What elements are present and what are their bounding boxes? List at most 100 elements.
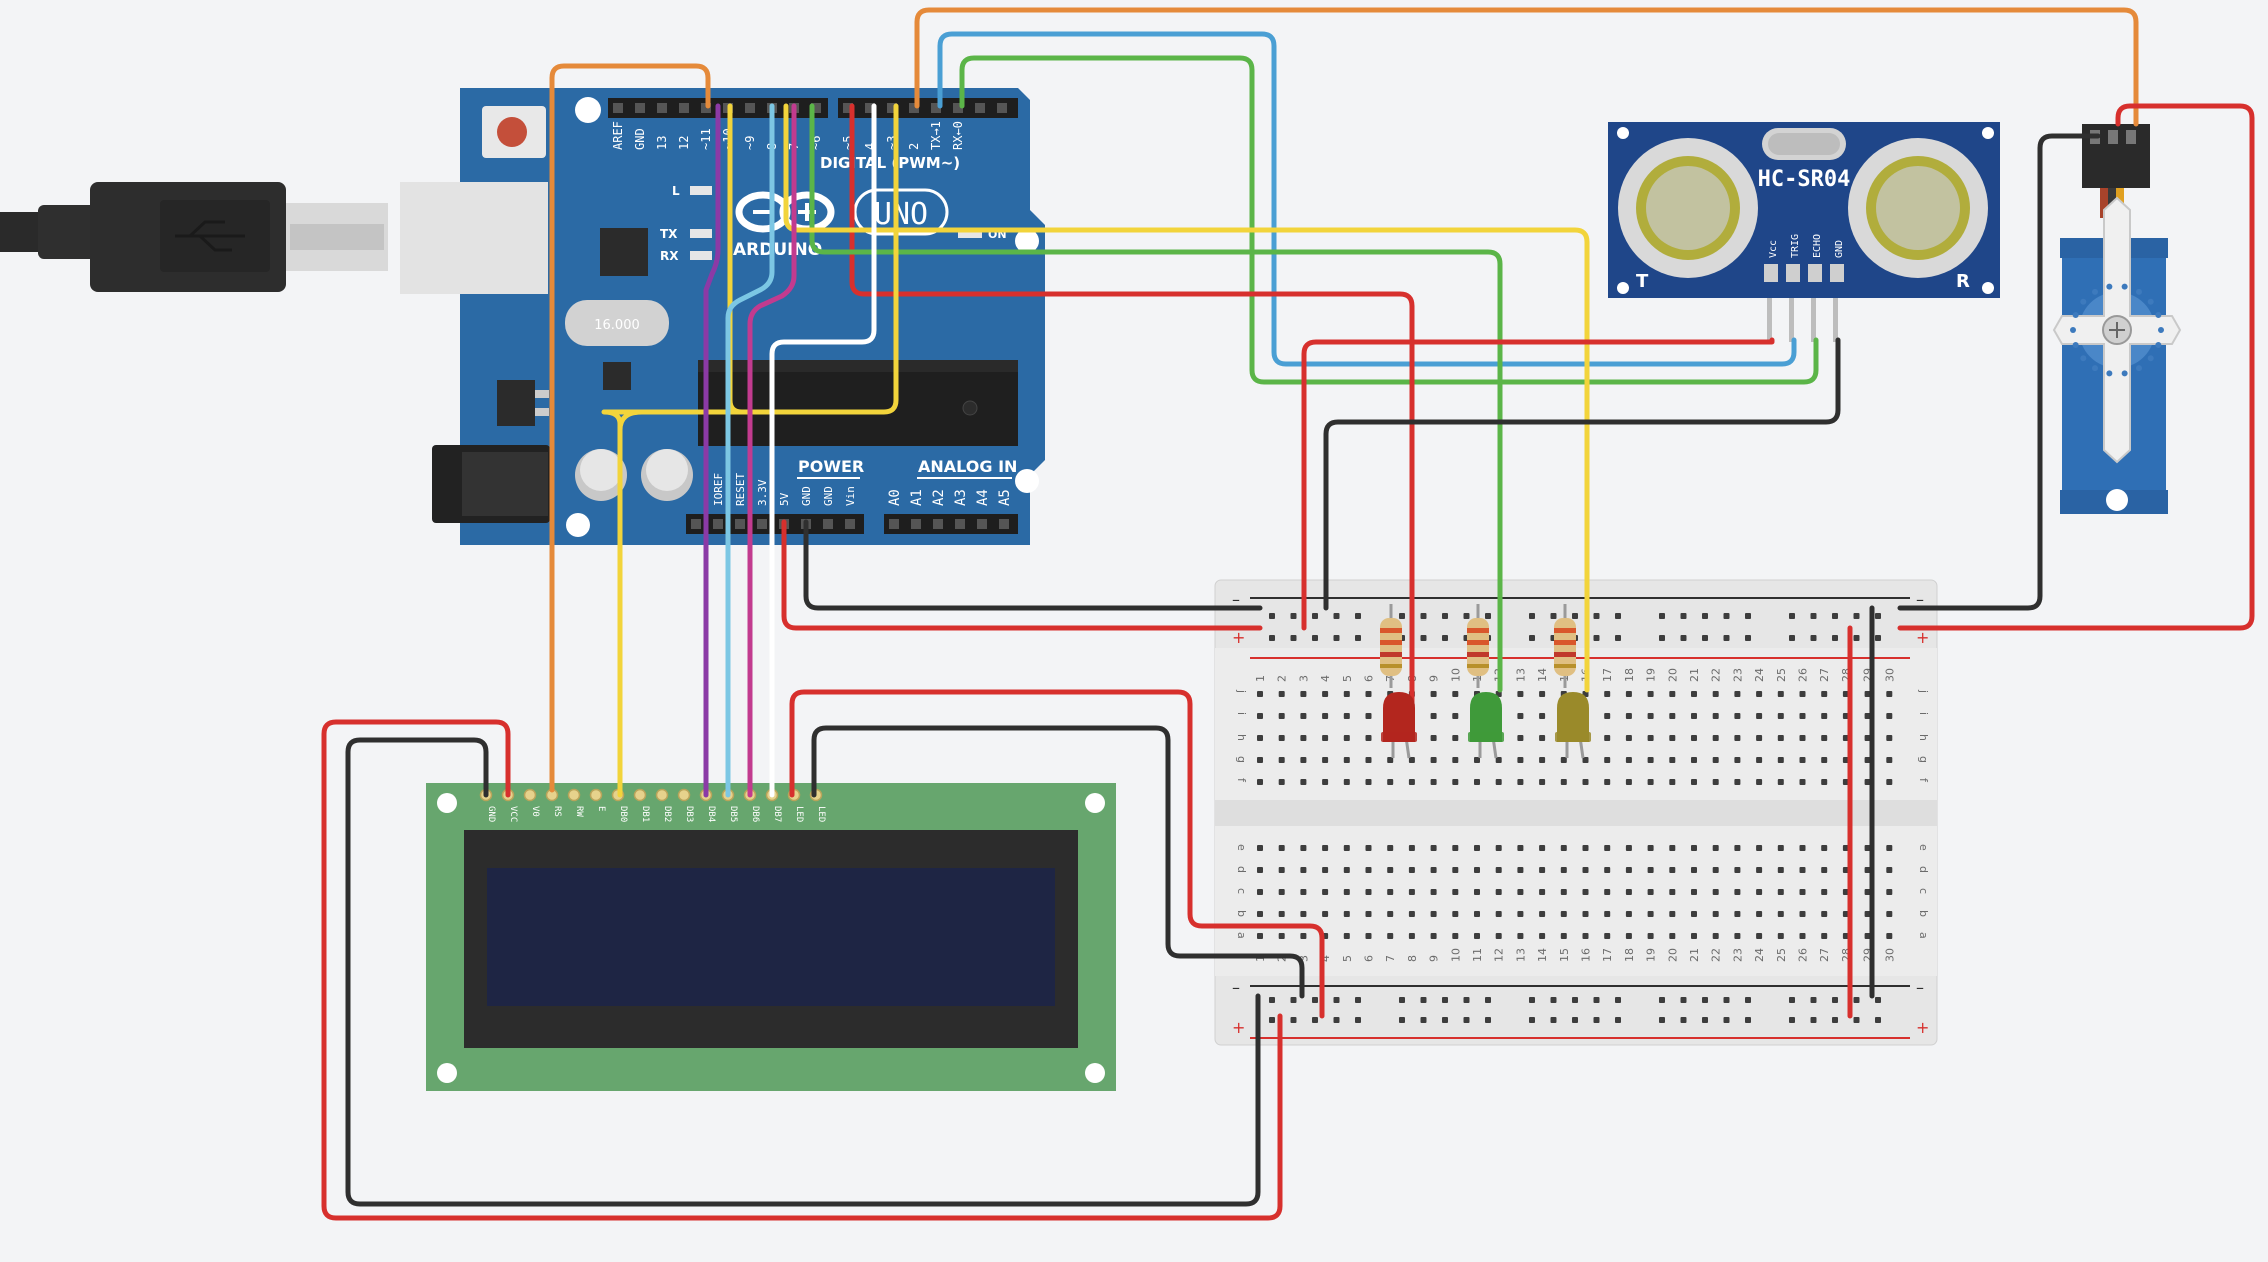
reset-button[interactable] xyxy=(482,106,546,158)
breadboard-row-label: g xyxy=(1917,756,1930,763)
breadboard-column-label: 20 xyxy=(1666,948,1679,962)
sensor-pins xyxy=(1764,264,1844,342)
wire-green-trig xyxy=(959,55,1819,385)
rail-sign: + xyxy=(1232,628,1245,647)
power-header-label: POWER xyxy=(798,457,864,476)
power-header xyxy=(686,514,864,534)
breadboard-row-label: c xyxy=(1235,888,1248,894)
wire-black-sensor-gnd xyxy=(1323,337,1841,611)
arduino-power-pin-label: 3.3V xyxy=(756,479,769,506)
wire-blue-echo xyxy=(937,31,1797,367)
breadboard-column-label: 6 xyxy=(1363,675,1376,682)
arduino-analog-pin-label: A4 xyxy=(975,489,991,506)
arduino-uno-board[interactable]: 16.000 L TX RX ON xyxy=(400,88,1045,545)
arduino-pin-label: ~9 xyxy=(743,136,757,150)
breadboard-column-label: 23 xyxy=(1731,948,1744,962)
breadboard-column-label: 13 xyxy=(1514,668,1527,682)
mounting-hole xyxy=(1015,229,1039,253)
breadboard-column-label: 9 xyxy=(1428,955,1441,962)
board-model-label: UNO xyxy=(874,197,928,232)
wire-red-lcd-vcc xyxy=(321,719,1283,1221)
wire-black-lcd-gnd xyxy=(345,737,1261,1207)
lcd-pin-label: GND xyxy=(486,806,496,822)
breadboard-column-label: 19 xyxy=(1645,948,1658,962)
resistor[interactable] xyxy=(1467,604,1489,688)
breadboard-column-label: 19 xyxy=(1645,668,1658,682)
sensor-pin-gnd: GND xyxy=(1834,240,1845,258)
yellow-led[interactable] xyxy=(1555,692,1591,759)
wire-black-gnd xyxy=(803,519,1263,611)
breadboard-column-label: 15 xyxy=(1558,948,1571,962)
board-brand-label: ARDUINO xyxy=(733,240,822,260)
arduino-power-pin-label: 5V xyxy=(778,492,791,506)
breadboard-column-label: 14 xyxy=(1536,668,1549,682)
wire-lightblue-db5 xyxy=(725,103,775,798)
breadboard-row-label: j xyxy=(1235,689,1248,693)
breadboard-row-label: e xyxy=(1917,844,1930,851)
breadboard-column-label: 24 xyxy=(1753,948,1766,962)
green-led[interactable] xyxy=(1468,692,1504,759)
wire-white-db7 xyxy=(769,103,877,798)
transmitter-icon xyxy=(1618,138,1758,278)
usb-symbol-icon xyxy=(175,220,245,252)
mounting-hole xyxy=(575,97,601,123)
breadboard-row-label: b xyxy=(1917,910,1930,917)
arduino-power-pin-label: RESET xyxy=(734,473,747,506)
lcd-pin-label: DB3 xyxy=(684,806,694,822)
arduino-analog-pin-label: A3 xyxy=(953,489,969,506)
lcd-pin-label: DB2 xyxy=(662,806,672,822)
sensor-pin-echo: ECHO xyxy=(1812,234,1823,258)
lcd-pin-label: V0 xyxy=(530,806,540,817)
arduino-analog-pin-label: A1 xyxy=(909,489,925,506)
arduino-pin-label: GND xyxy=(633,128,647,150)
wire-orange-rs xyxy=(549,63,711,793)
breadboard-column-label: 13 xyxy=(1514,948,1527,962)
board-leds: L TX RX ON xyxy=(660,184,1007,263)
usb-chip xyxy=(600,228,648,276)
resistor[interactable] xyxy=(1380,604,1402,688)
rail-sign: – xyxy=(1232,978,1240,997)
arduino-pin-label: TX→1 xyxy=(929,121,943,150)
rail-sign: + xyxy=(1916,628,1929,647)
hc-sr04-sensor[interactable]: HC-SR04 T R Vcc TRIG ECHO GND xyxy=(1608,122,2000,342)
breadboard-column-label: 17 xyxy=(1601,948,1614,962)
receiver-icon xyxy=(1848,138,1988,278)
breadboard-row-label: f xyxy=(1235,778,1248,783)
breadboard-column-label: 26 xyxy=(1797,948,1810,962)
wire-red-led-backlight xyxy=(789,689,1325,1019)
rail-sign: – xyxy=(1916,978,1924,997)
breadboard-row-label: d xyxy=(1235,866,1248,873)
breadboard-column-label: 7 xyxy=(1384,955,1397,962)
digital-header-right xyxy=(838,98,1018,118)
arduino-analog-pin-label: A5 xyxy=(997,489,1013,506)
mounting-hole xyxy=(1085,793,1105,813)
servo-motor[interactable] xyxy=(2052,124,2182,514)
breadboard-column-label: 25 xyxy=(1775,668,1788,682)
breadboard-column-label: 4 xyxy=(1319,675,1332,682)
red-led[interactable] xyxy=(1381,692,1417,759)
sensor-t-label: T xyxy=(1636,271,1649,292)
breadboard-row-label: g xyxy=(1235,756,1248,763)
rail-sign: – xyxy=(1916,590,1924,609)
breadboard-column-label: 18 xyxy=(1623,948,1636,962)
lcd-pin-label: DB4 xyxy=(706,806,716,822)
wire-black-led-backlight xyxy=(811,725,1305,999)
resistor[interactable] xyxy=(1554,604,1576,688)
led-label-tx: TX xyxy=(660,227,678,241)
lcd-screen xyxy=(487,868,1055,1006)
breadboard-column-label: 25 xyxy=(1775,948,1788,962)
breadboard-row-label: b xyxy=(1235,910,1248,917)
led-label-rx: RX xyxy=(660,249,679,263)
rail-sign: + xyxy=(1232,1018,1245,1037)
breadboard-row-label: a xyxy=(1917,932,1930,939)
breadboard-column-label: 30 xyxy=(1883,948,1896,962)
breadboard[interactable]: 1122334455667788991010111112121313141415… xyxy=(1214,579,1938,1046)
led-label-l: L xyxy=(672,184,680,198)
breadboard-column-label: 27 xyxy=(1818,668,1831,682)
mounting-hole xyxy=(437,1063,457,1083)
breadboard-row-label: c xyxy=(1917,888,1930,894)
arduino-pin-label: 2 xyxy=(907,143,921,150)
lcd-pin-label: RW xyxy=(574,806,584,817)
